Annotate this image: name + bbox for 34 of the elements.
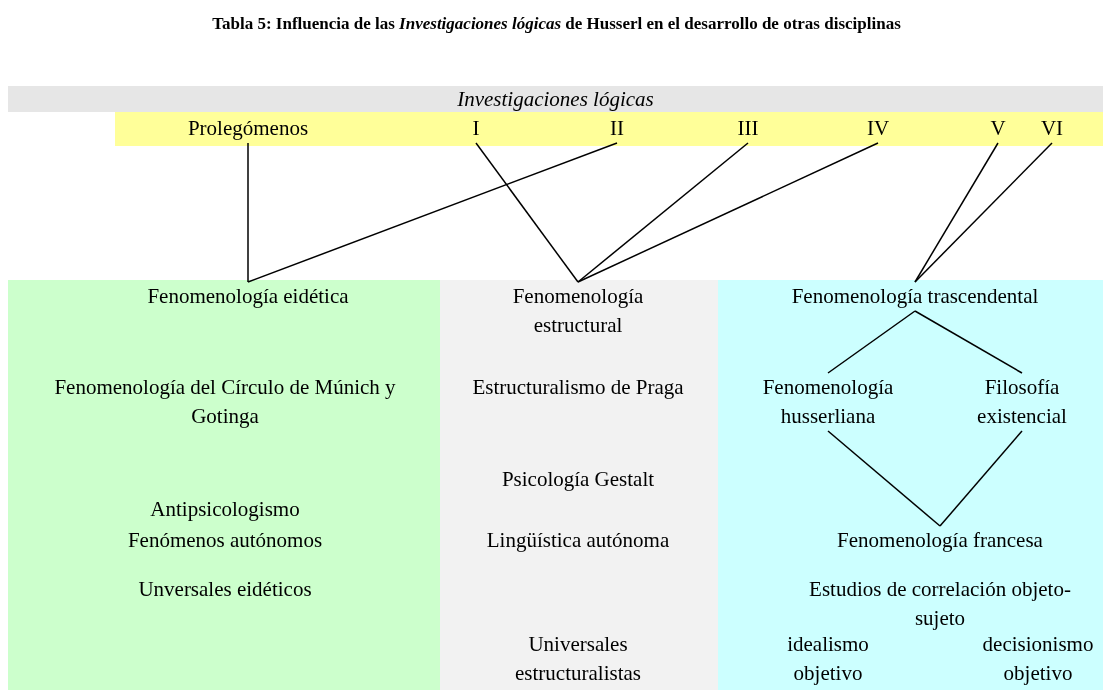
connector-line — [914, 310, 1023, 374]
series-heading-band: Investigaciones lógicas — [8, 86, 1103, 112]
discipline-label: Antipsicologismo — [25, 495, 425, 524]
connector-line — [939, 430, 1023, 527]
discipline-label: Fenomenología eidética — [48, 282, 448, 311]
part-label: II — [602, 114, 632, 143]
part-band — [115, 112, 1103, 146]
discipline-label: Estructuralismo de Praga — [448, 373, 708, 402]
part-label: VI — [1037, 114, 1067, 143]
part-label: I — [461, 114, 491, 143]
discipline-label: Filosofía existencial — [962, 373, 1082, 431]
discipline-label: Fenomenología trascendental — [775, 282, 1055, 311]
connector-line — [247, 142, 249, 283]
connector-line — [827, 310, 916, 374]
column-panel — [440, 280, 718, 690]
column-panel — [718, 280, 1103, 690]
discipline-label: Fenomenología estructural — [508, 282, 648, 340]
discipline-label: Unversales eidéticos — [25, 575, 425, 604]
discipline-label: Fenómenos autónomos — [25, 526, 425, 555]
column-panel — [8, 280, 440, 690]
part-label: IV — [858, 114, 898, 143]
discipline-label: decisionismo objetivo — [973, 630, 1103, 688]
part-label: III — [728, 114, 768, 143]
table-title: Tabla 5: Influencia de las Investigaciones lógicas de Husserl en el desarrollo de otras disciplinas — [211, 14, 902, 34]
discipline-label: idealismo objetivo — [768, 630, 888, 688]
part-label: V — [983, 114, 1013, 143]
discipline-label: Lingüística autónoma — [448, 526, 708, 555]
discipline-label: Fenomenología francesa — [790, 526, 1090, 555]
discipline-label: Psicología Gestalt — [448, 465, 708, 494]
connector-line — [827, 430, 941, 527]
discipline-label: Fenomenología husserliana — [758, 373, 898, 431]
discipline-label: Fenomenología del Círculo de Múnich y Gotinga — [25, 373, 425, 431]
discipline-label: Universales estructuralistas — [498, 630, 658, 688]
part-label: Prolegómenos — [158, 114, 338, 143]
